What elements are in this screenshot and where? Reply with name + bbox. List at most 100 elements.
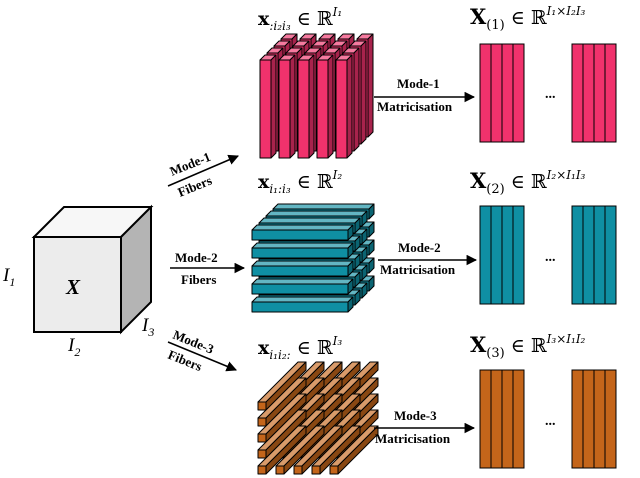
mode1-matrix-column xyxy=(479,43,492,143)
mode2-matrix-column xyxy=(512,205,525,305)
mode1-matrix-column xyxy=(501,43,514,143)
mode1-fiber-side xyxy=(353,47,360,152)
mode2-ellipsis: ... xyxy=(545,250,556,265)
mode3-matrix-column xyxy=(501,369,514,469)
mode2-matrix-column xyxy=(604,205,617,305)
mode2-fiber-top xyxy=(251,278,354,285)
svg-text:Mode-3: Mode-3 xyxy=(394,408,437,423)
mode2-fiber-front xyxy=(251,265,349,277)
mode2-fiber-front xyxy=(251,229,349,241)
mode3-fiber-front xyxy=(311,465,321,475)
mode1-fiber-side xyxy=(346,54,353,159)
mode1-matricisation-arrow: Mode-1 Matricisation xyxy=(374,76,476,114)
svg-text:Fibers: Fibers xyxy=(181,272,216,287)
mode1-fiber xyxy=(297,54,315,159)
svg-text:I2: I2 xyxy=(67,335,80,359)
mode2-fiber xyxy=(251,224,354,241)
mode2-fiber-top xyxy=(251,224,354,231)
mode3-matrix-column xyxy=(479,369,492,469)
mode2-matrix-column xyxy=(571,205,584,305)
mode2-fibers-arrow: Mode-2 Fibers xyxy=(170,250,246,287)
mode2-matrix-column xyxy=(593,205,606,305)
mode3-fiber-front xyxy=(275,465,285,475)
mode1-matrix-column xyxy=(490,43,503,143)
mode2-matrix-column xyxy=(479,205,492,305)
mode1-fiber-side xyxy=(289,54,296,159)
mode1-fibers-arrow: Mode-1 Fibers xyxy=(168,149,239,200)
svg-text:X(3) ∈ ℝI₃×I₁I₂: X(3) ∈ ℝI₃×I₁I₂ xyxy=(470,332,586,361)
mode2-matrix-column xyxy=(501,205,514,305)
mode3-matrix-column xyxy=(582,369,595,469)
mode1-matrix-column xyxy=(512,43,525,143)
mode3-fiber-front xyxy=(257,449,267,459)
mode1-fiber-front xyxy=(297,59,310,159)
mode2-fiber-top xyxy=(251,242,354,249)
mode3-fiber-front xyxy=(329,465,339,475)
mode2-fiber xyxy=(251,278,354,295)
mode3-fiber xyxy=(257,377,307,427)
mode2-matrix-column xyxy=(490,205,503,305)
mode1-fiber-front xyxy=(259,59,272,159)
svg-text:X(2) ∈ ℝI₂×I₁I₃: X(2) ∈ ℝI₂×I₁I₃ xyxy=(470,168,586,197)
tensor-label: X xyxy=(65,275,81,299)
svg-text:Mode-2: Mode-2 xyxy=(175,250,218,265)
tensor-cube: X xyxy=(31,204,154,335)
dim-label-i1: I1 xyxy=(2,265,15,289)
mode3-fiber xyxy=(257,409,307,459)
dim-label-i3: I3 xyxy=(141,315,154,339)
dim-label-i2: I2 xyxy=(67,335,80,359)
mode2-fiber-top xyxy=(258,217,361,224)
mode3-fiber xyxy=(257,393,307,443)
mode1-fiber-side xyxy=(360,40,367,145)
mode2-fiber-top xyxy=(265,210,368,217)
mode1-matrix xyxy=(479,43,617,143)
mode2-fiber-equation: xi₁:i₃ ∈ ℝI₂ xyxy=(258,168,342,196)
mode2-fiber xyxy=(251,260,354,277)
mode2-fiber xyxy=(251,296,354,313)
mode2-matricisation-arrow: Mode-2 Matricisation xyxy=(378,240,478,277)
mode3-matrix-column xyxy=(593,369,606,469)
mode3-ellipsis: ... xyxy=(545,414,556,429)
mode3-fiber-group xyxy=(257,361,379,475)
mode2-fiber-top xyxy=(251,296,354,303)
mode2-fiber-top xyxy=(251,260,354,267)
mode1-fiber-side xyxy=(308,54,315,159)
mode3-matrix-column xyxy=(571,369,584,469)
mode2-fiber-group xyxy=(251,203,375,313)
mode2-fiber-front xyxy=(251,247,349,259)
mode1-fiber-group xyxy=(259,33,374,159)
mode1-matrix-equation: X(1) ∈ ℝI₁×I₂I₃ xyxy=(470,4,586,33)
svg-text:Matricisation: Matricisation xyxy=(377,99,453,114)
mode3-fiber-equation: xi₁i₂: ∈ ℝI₃ xyxy=(258,334,342,362)
mode3-fiber xyxy=(329,425,379,475)
mode3-fiber-front xyxy=(257,465,267,475)
mode1-fiber-front xyxy=(278,59,291,159)
mode3-fiber-front xyxy=(257,417,267,427)
mode3-fiber-front xyxy=(257,433,267,443)
mode3-fiber-front xyxy=(293,465,303,475)
svg-text:Mode-2: Mode-2 xyxy=(398,240,441,255)
mode3-matrix-column xyxy=(490,369,503,469)
mode2-fiber-front xyxy=(251,283,349,295)
mode3-fibers-arrow: Mode-3 Fibers xyxy=(166,327,237,374)
mode2-matrix xyxy=(479,205,617,305)
mode1-fiber-front xyxy=(316,59,329,159)
svg-text:Fibers: Fibers xyxy=(176,173,214,200)
svg-text:Matricisation: Matricisation xyxy=(380,262,456,277)
svg-text:x:i₂i₃ ∈ ℝI₁: x:i₂i₃ ∈ ℝI₁ xyxy=(258,5,342,33)
mode3-matrix-column xyxy=(604,369,617,469)
mode3-fiber xyxy=(311,425,361,475)
mode1-matrix-column xyxy=(571,43,584,143)
svg-text:I3: I3 xyxy=(141,315,154,339)
mode3-matrix-column xyxy=(512,369,525,469)
mode3-fiber xyxy=(293,425,343,475)
mode2-fiber-front xyxy=(251,301,349,313)
mode3-matrix-equation: X(3) ∈ ℝI₃×I₁I₂ xyxy=(470,332,586,361)
svg-text:xi₁i₂: ∈ ℝI₃: xi₁i₂: ∈ ℝI₃ xyxy=(258,334,342,362)
mode2-fiber xyxy=(251,242,354,259)
svg-text:Mode-1: Mode-1 xyxy=(397,76,440,91)
mode1-fiber xyxy=(335,54,353,159)
mode3-fiber-front xyxy=(257,401,267,411)
mode1-fiber-side xyxy=(367,33,374,138)
